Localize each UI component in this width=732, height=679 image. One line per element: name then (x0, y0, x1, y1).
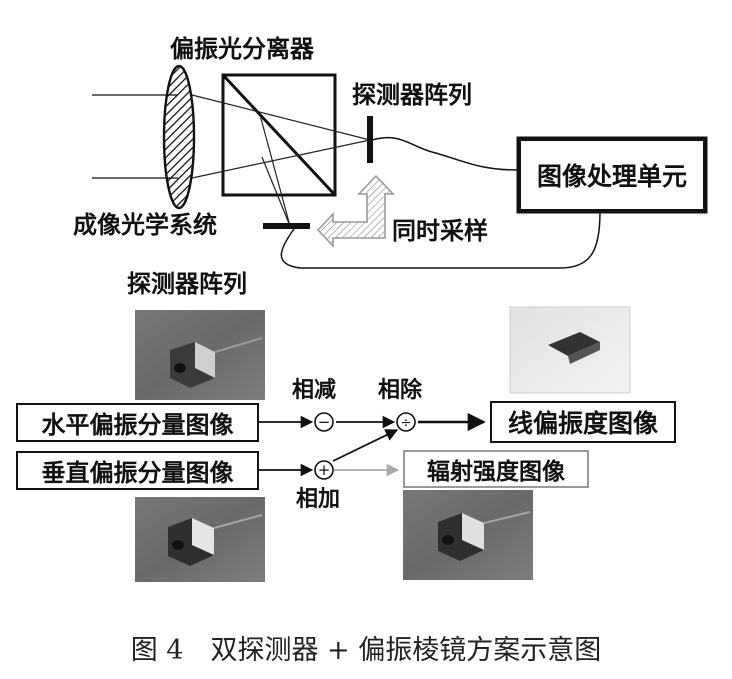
splitter-label: 偏振光分离器 (170, 35, 314, 63)
splitter-diagonal (221, 73, 337, 197)
detector-image-horizontal (135, 310, 265, 400)
horizontal-component-box: 水平偏振分量图像 (16, 403, 259, 442)
subtract-label: 相减 (292, 378, 337, 403)
internal-rays (191, 94, 371, 227)
operator-nodes (314, 412, 416, 480)
detector-array-label-bottom: 探测器阵列 (127, 270, 247, 298)
detector-array-label-top: 探测器阵列 (352, 81, 472, 109)
figure-caption: 图 4 双探测器 + 偏振棱镜方案示意图 (130, 635, 602, 666)
sync-sampling-arrow (316, 174, 395, 249)
imaging-lens (162, 64, 196, 210)
radiance-box: 辐射强度图像 (403, 450, 589, 488)
incoming-rays (92, 94, 178, 179)
divide-label: 相除 (378, 378, 423, 403)
processor-box-label: 图像处理单元 (518, 138, 706, 212)
add-label: 相加 (296, 487, 341, 512)
detector-image-vertical (135, 497, 265, 582)
linear-polarization-box: 线偏振度图像 (490, 401, 676, 443)
sync-sampling-label: 同时采样 (392, 217, 488, 245)
subtract-symbol: − (318, 413, 331, 431)
vertical-component-box: 垂直偏振分量图像 (16, 451, 259, 490)
operator-arrows (259, 412, 486, 477)
radiance-result-image (403, 490, 533, 580)
polarizing-beam-splitter (221, 73, 337, 197)
imaging-optics-label: 成像光学系统 (73, 211, 217, 239)
linear-polarization-result-image (509, 306, 631, 394)
divide-symbol: ÷ (401, 416, 412, 431)
add-symbol: + (318, 461, 331, 479)
signal-wires (280, 136, 601, 269)
